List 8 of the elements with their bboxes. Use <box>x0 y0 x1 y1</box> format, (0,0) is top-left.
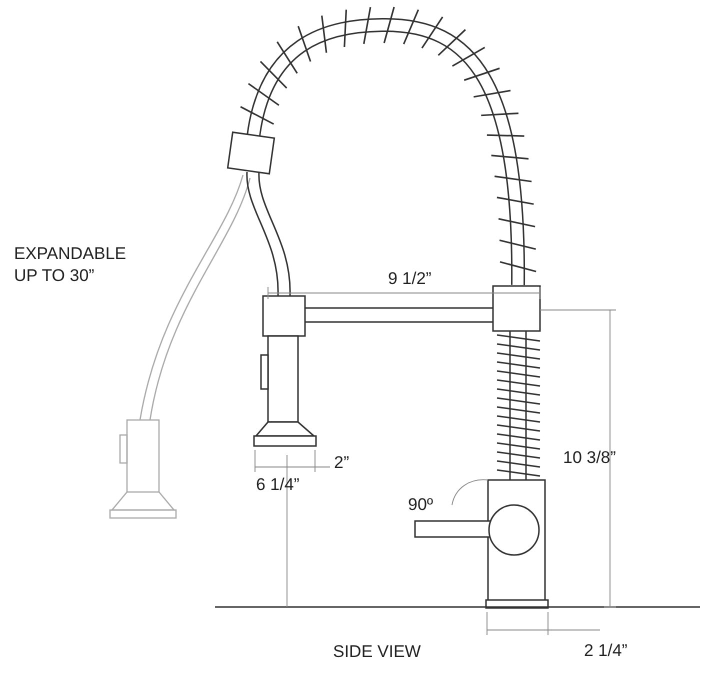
dimension-label: 2 1/4” <box>584 640 628 662</box>
view-caption: SIDE VIEW <box>333 641 421 663</box>
dimension-label: 9 1/2” <box>388 268 432 290</box>
dimension-label: 90º <box>408 494 434 516</box>
dimension-label: 10 3/8” <box>563 447 616 469</box>
dimension-label: 6 1/4” <box>256 474 300 496</box>
dimension-label: 2” <box>334 452 350 474</box>
note-text: EXPANDABLE UP TO 30” <box>14 243 128 287</box>
